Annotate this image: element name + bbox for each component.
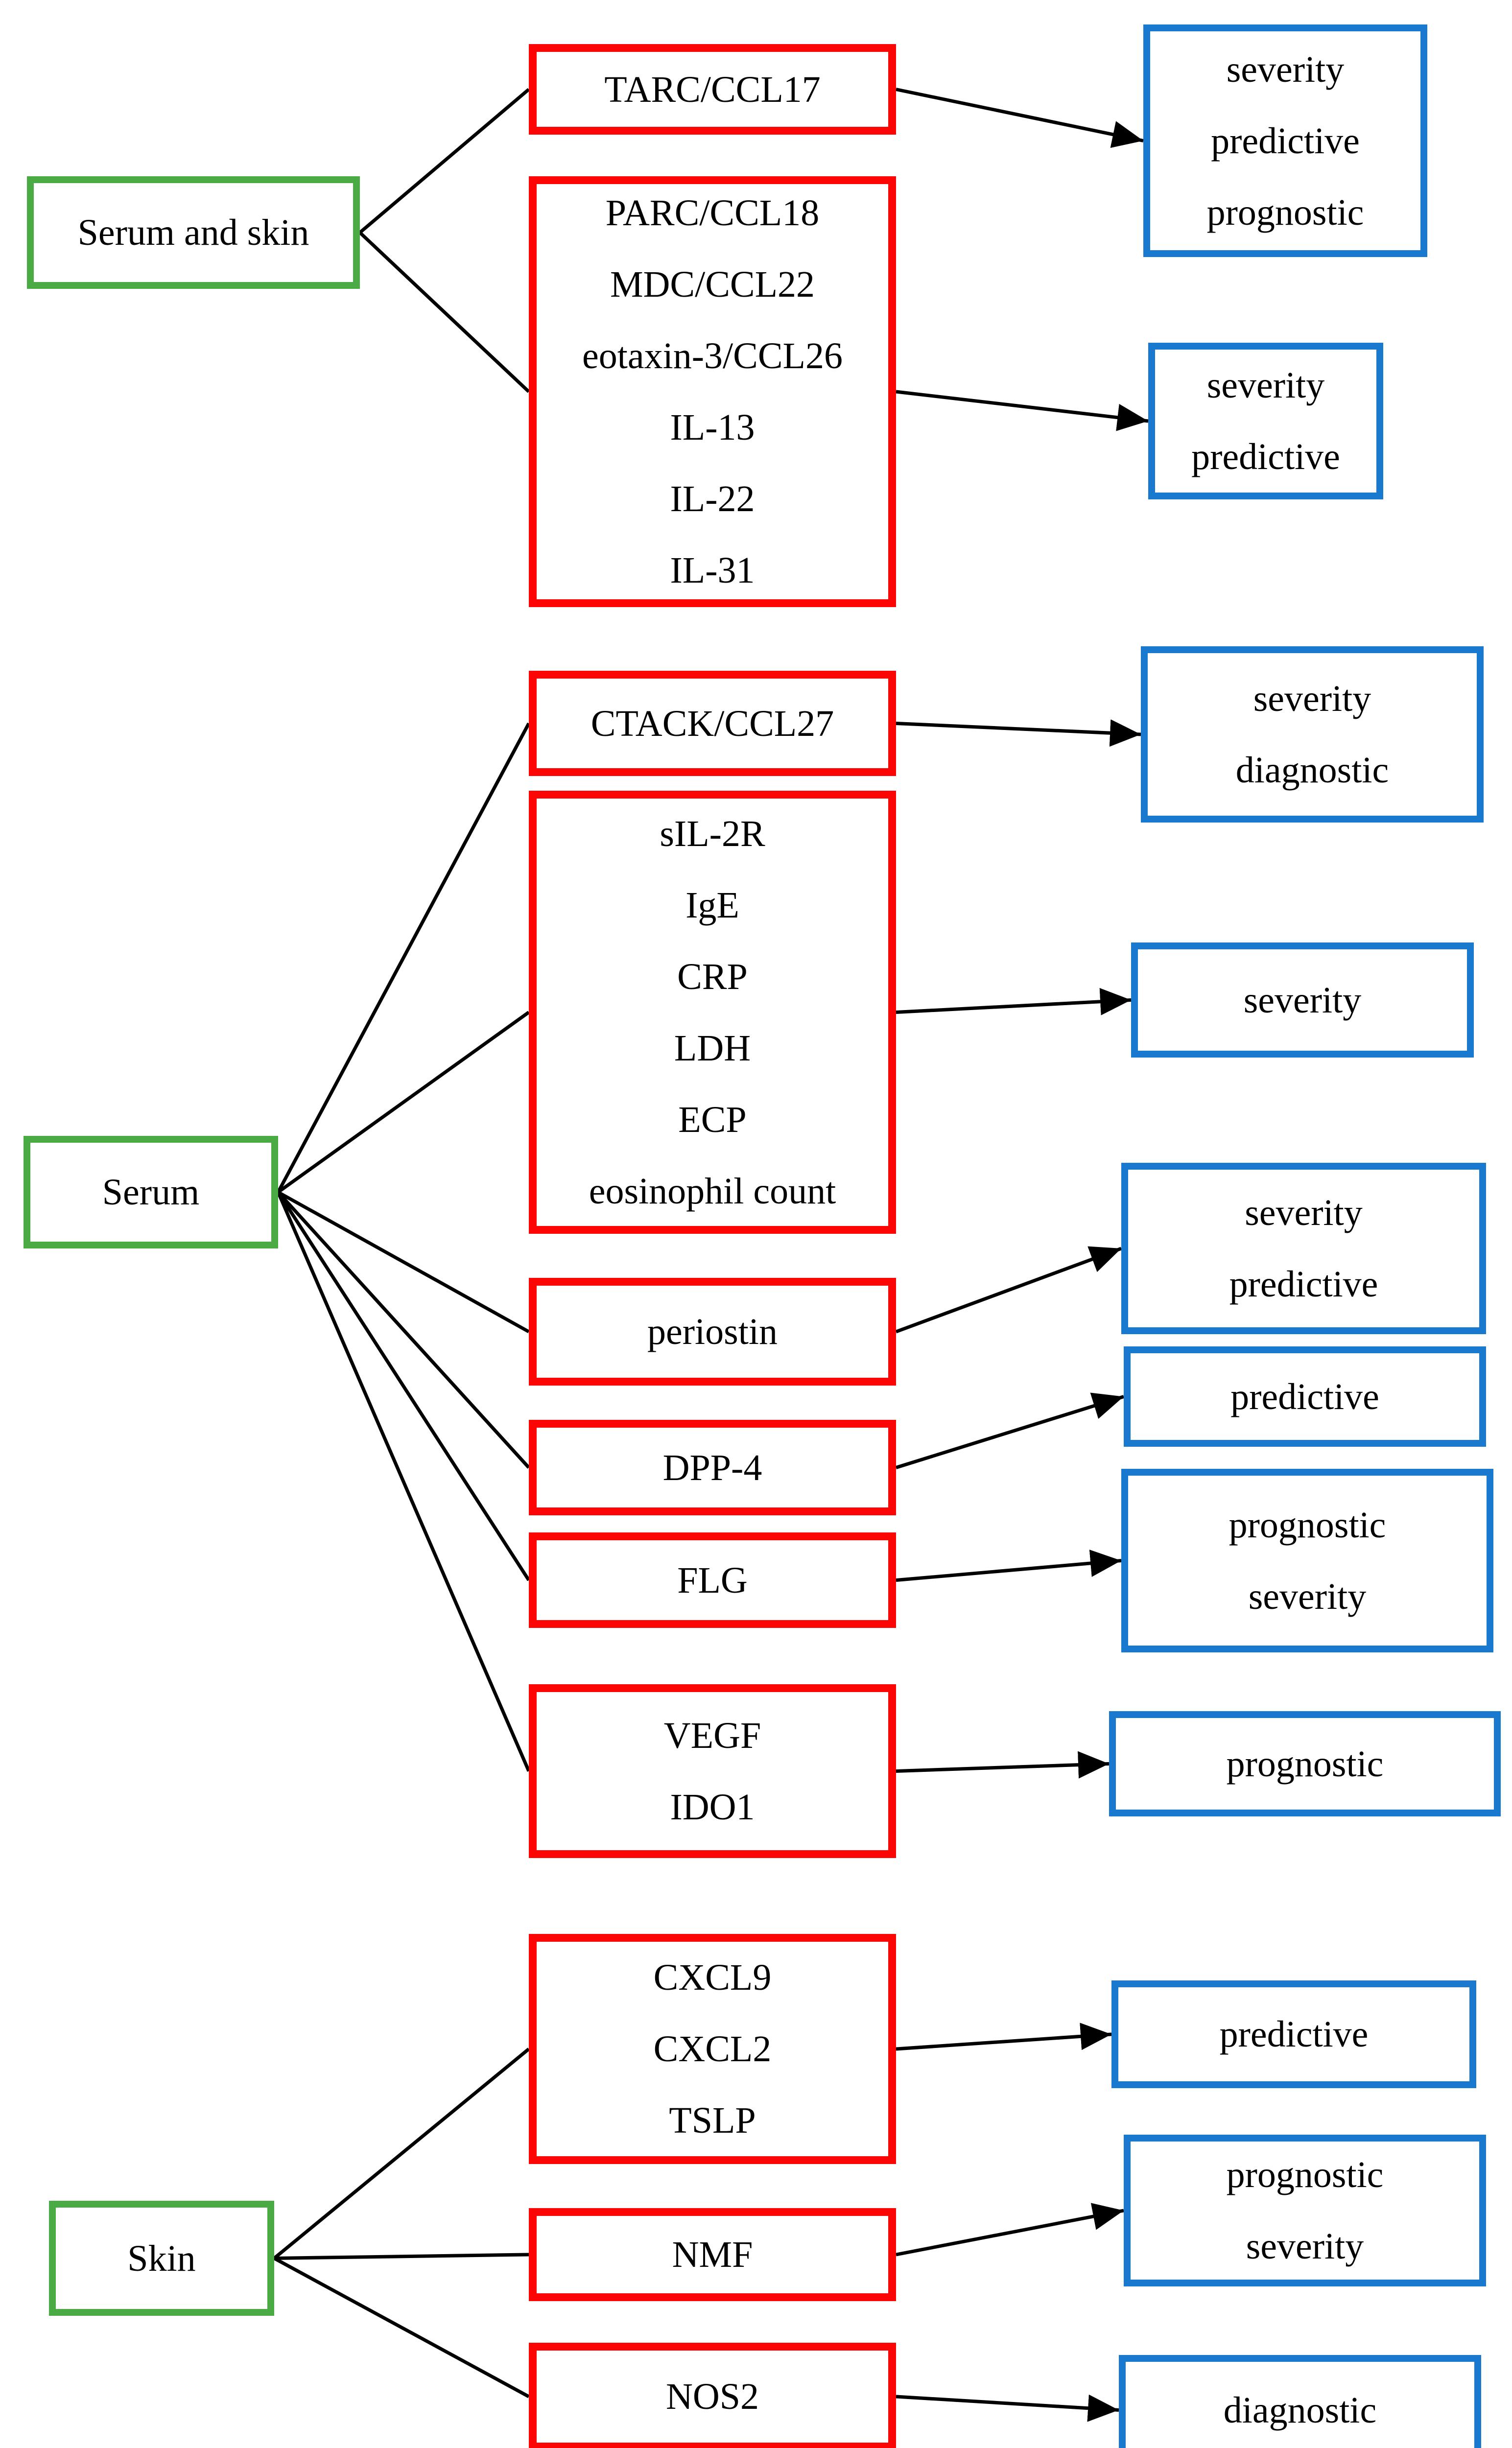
- outcome-label: severity: [1243, 979, 1362, 1021]
- biomarker-label: TARC/CCL17: [604, 69, 821, 110]
- source-link-line: [277, 1191, 530, 1581]
- outcome-box-diagnostic: diagnostic: [1119, 2355, 1481, 2448]
- outcome-label: severity: [1226, 48, 1345, 90]
- source-label: Serum and skin: [77, 212, 309, 253]
- source-link-line: [274, 2253, 529, 2260]
- source-label: Skin: [127, 2237, 196, 2279]
- biomarker-label: NMF: [672, 2234, 753, 2275]
- biomarker-box-sil-2r: sIL-2R IgE CRP LDH ECP eosinophil count: [529, 791, 896, 1234]
- outcome-label: severity: [1206, 365, 1325, 406]
- outcome-box-severity-diagnostic: severity diagnostic: [1141, 646, 1484, 823]
- source-link-line: [277, 1011, 530, 1194]
- biomarker-label: IL-31: [670, 550, 755, 591]
- outcome-arrow-line: [896, 2394, 1119, 2422]
- source-link-line: [276, 722, 531, 1193]
- outcome-label: severity: [1248, 1576, 1367, 1617]
- outcome-arrow-line: [896, 2023, 1112, 2051]
- source-link-line: [277, 1190, 530, 1334]
- outcome-label: diagnostic: [1223, 2389, 1377, 2431]
- biomarker-label: periostin: [647, 1311, 778, 1352]
- biomarker-label: VEGF: [663, 1715, 761, 1756]
- source-box-serum: Serum: [24, 1136, 278, 1248]
- source-link-line: [277, 1191, 530, 1469]
- biomarker-box-flg: FLG: [529, 1532, 896, 1628]
- biomarker-label: eosinophil count: [589, 1170, 836, 1212]
- biomarker-label: FLG: [677, 1559, 748, 1601]
- biomarker-box-ctack-ccl27: CTACK/CCL27: [529, 671, 896, 776]
- source-link-line: [276, 1191, 531, 1772]
- outcome-arrow-line: [896, 1550, 1122, 1582]
- biomarker-label: CXCL9: [653, 1957, 772, 1998]
- outcome-box-prognostic-severity: prognostic severity: [1124, 2135, 1486, 2286]
- outcome-box-severity-predictive: severity predictive: [1121, 1163, 1486, 1334]
- biomarker-label: DPP-4: [662, 1447, 762, 1488]
- source-box-skin: Skin: [49, 2201, 274, 2316]
- outcome-arrow-line: [896, 390, 1149, 431]
- source-link-line: [273, 2257, 530, 2399]
- biomarker-label: PARC/CCL18: [605, 192, 820, 234]
- outcome-label: predictive: [1230, 1376, 1379, 1417]
- outcome-box-prognostic-severity: prognostic severity: [1121, 1469, 1493, 1652]
- biomarker-box-dpp-4: DPP-4: [529, 1420, 896, 1515]
- biomarker-label: CXCL2: [653, 2028, 772, 2070]
- biomarker-box-nmf: NMF: [529, 2208, 896, 2301]
- outcome-box-predictive: predictive: [1124, 1346, 1486, 1447]
- outcome-arrow-line: [896, 719, 1141, 747]
- biomarker-label: IL-13: [670, 407, 755, 448]
- outcome-label: prognostic: [1226, 1743, 1384, 1785]
- outcome-arrow-line: [895, 1246, 1122, 1334]
- outcome-label: predictive: [1219, 2014, 1369, 2055]
- outcome-box-severity-predictive: severity predictive: [1148, 343, 1383, 499]
- biomarker-box-tarc-ccl17: TARC/CCL17: [529, 44, 896, 135]
- outcome-arrow-line: [896, 2203, 1124, 2257]
- biomarker-label: IL-22: [670, 478, 755, 519]
- biomarker-label: eotaxin-3/CCL26: [582, 335, 843, 377]
- biomarker-box-nos2: NOS2: [529, 2343, 896, 2448]
- outcome-label: severity: [1246, 2226, 1364, 2267]
- outcome-label: severity: [1253, 678, 1371, 719]
- outcome-label: prognostic: [1206, 191, 1364, 233]
- source-link-line: [273, 2048, 530, 2260]
- outcome-label: predictive: [1191, 436, 1340, 477]
- biomarker-label: IgE: [685, 884, 739, 926]
- biomarker-label: ECP: [678, 1099, 747, 1140]
- outcome-arrow-line: [896, 988, 1132, 1015]
- biomarker-label: NOS2: [665, 2376, 759, 2417]
- outcome-label: predictive: [1211, 120, 1360, 162]
- biomarker-label: CRP: [677, 956, 748, 997]
- outcome-box-severity-predictive-prognostic: severity predictive prognostic: [1143, 24, 1427, 257]
- biomarker-label: IDO1: [670, 1786, 755, 1828]
- outcome-arrow-line: [895, 1392, 1125, 1469]
- outcome-label: predictive: [1229, 1264, 1378, 1305]
- outcome-label: diagnostic: [1235, 750, 1389, 791]
- source-link-line: [358, 88, 530, 234]
- source-label: Serum: [102, 1172, 200, 1213]
- biomarker-box-periostin: periostin: [529, 1278, 896, 1386]
- source-box-serum-and-skin: Serum and skin: [27, 176, 360, 289]
- source-link-line: [358, 231, 530, 393]
- outcome-label: severity: [1245, 1192, 1363, 1233]
- biomarker-label: MDC/CCL22: [610, 264, 815, 305]
- biomarker-box-vegf: VEGF IDO1: [529, 1684, 896, 1858]
- outcome-box-prognostic: prognostic: [1109, 1711, 1501, 1816]
- biomarker-label: sIL-2R: [660, 813, 765, 854]
- biomarker-label: TSLP: [669, 2100, 756, 2141]
- outcome-label: prognostic: [1228, 1504, 1386, 1546]
- outcome-box-severity: severity: [1131, 942, 1474, 1058]
- outcome-label: prognostic: [1226, 2154, 1384, 2195]
- outcome-arrow-line: [896, 88, 1144, 148]
- biomarker-label: CTACK/CCL27: [591, 703, 834, 744]
- outcome-box-predictive: predictive: [1111, 1980, 1476, 2088]
- biomarker-label: LDH: [674, 1027, 751, 1069]
- outcome-arrow-line: [896, 1751, 1110, 1779]
